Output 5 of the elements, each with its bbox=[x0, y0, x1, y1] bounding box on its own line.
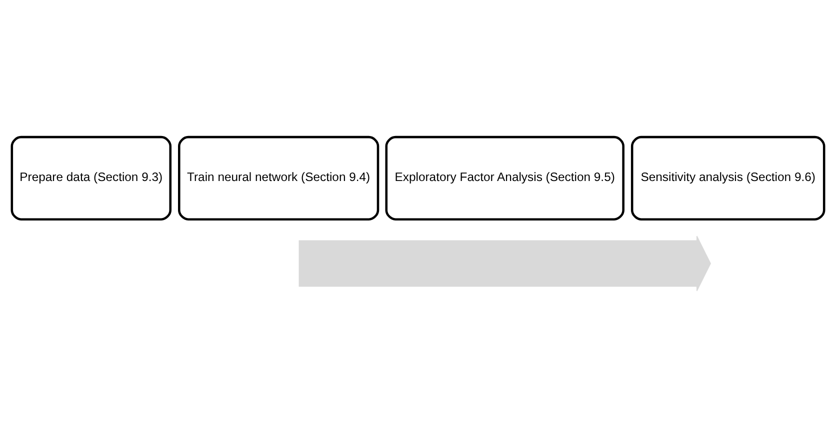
node-box: Exploratory Factor Analysis (Section 9.5) bbox=[385, 136, 624, 220]
node-box: Sensitivity analysis (Section 9.6) bbox=[630, 136, 826, 220]
node-box: Train neural network (Section 9.4) bbox=[178, 136, 380, 220]
node-box: Prepare data (Section 9.3) bbox=[10, 136, 172, 220]
node-arrow bbox=[298, 236, 711, 292]
